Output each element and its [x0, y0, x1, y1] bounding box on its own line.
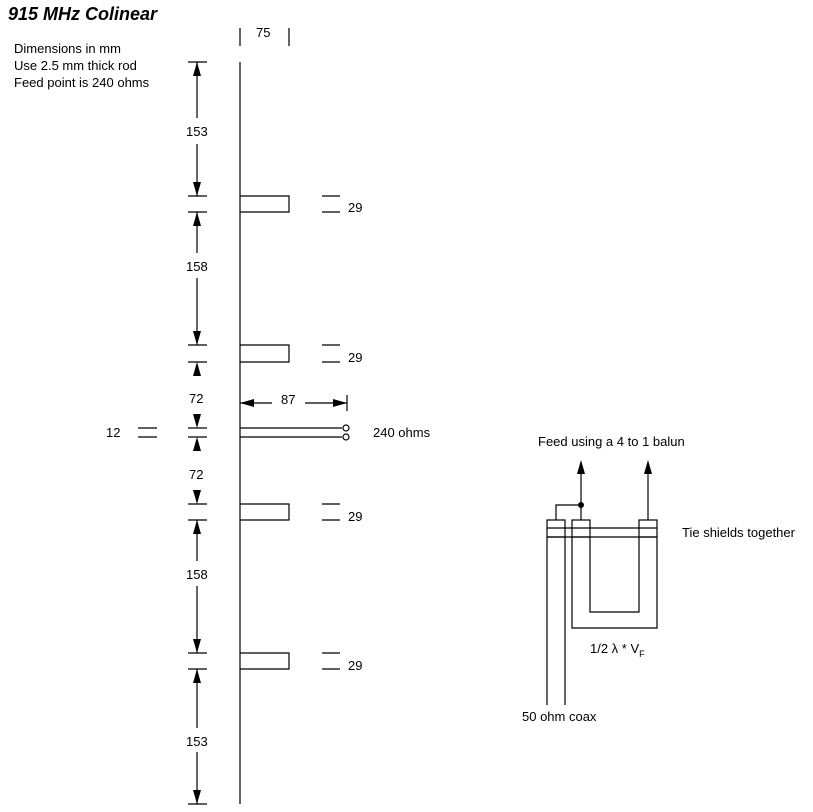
dim-feed-length: 87: [281, 392, 295, 407]
dim-section-lower: 158: [186, 567, 208, 582]
dim-section-top: 153: [186, 124, 208, 139]
stub-depth-dimension-4: 29: [322, 652, 362, 673]
dim-feed-gap: 12: [106, 425, 120, 440]
note-units: Dimensions in mm: [14, 41, 121, 56]
dim-feed-lower: 72: [189, 467, 203, 482]
coax-label: 50 ohm coax: [522, 709, 597, 724]
feed-impedance-label: 240 ohms: [373, 425, 431, 440]
dim-stub-depth-2: 29: [348, 350, 362, 365]
stub-spacing-dimension: 75: [239, 25, 290, 46]
phasing-stub-2: [240, 344, 290, 363]
balun-title: Feed using a 4 to 1 balun: [538, 434, 685, 449]
tie-shields-label: Tie shields together: [682, 525, 796, 540]
feed-gap-dimension: 12: [106, 425, 157, 440]
note-rod: Use 2.5 mm thick rod: [14, 58, 137, 73]
vertical-dimension-chain: 153 158 72 72 158 153: [186, 61, 208, 805]
phasing-stub-3: [240, 503, 290, 521]
balun-diagram: Feed using a 4 to 1 balun Tie shields to…: [522, 434, 796, 724]
dim-feed-upper: 72: [189, 391, 203, 406]
feed-line: 240 ohms: [240, 424, 431, 441]
dim-section-upper: 158: [186, 259, 208, 274]
dim-stub-depth-3: 29: [348, 509, 362, 524]
dim-stub-depth-4: 29: [348, 658, 362, 673]
stub-depth-dimension-1: 29: [322, 195, 362, 215]
balun-length-label: 1/2 λ * VF: [590, 641, 645, 659]
stub-depth-dimension-3: 29: [322, 503, 362, 524]
note-feed: Feed point is 240 ohms: [14, 75, 150, 90]
dim-section-bottom: 153: [186, 734, 208, 749]
diagram-title: 915 MHz Colinear: [8, 4, 158, 24]
phasing-stub-4: [240, 652, 290, 670]
dim-stub-depth-1: 29: [348, 200, 362, 215]
stub-depth-dimension-2: 29: [322, 344, 362, 365]
dim-stub-spacing: 75: [256, 25, 270, 40]
phasing-stub-1: [240, 195, 290, 213]
feed-length-dimension: 87: [240, 392, 348, 411]
